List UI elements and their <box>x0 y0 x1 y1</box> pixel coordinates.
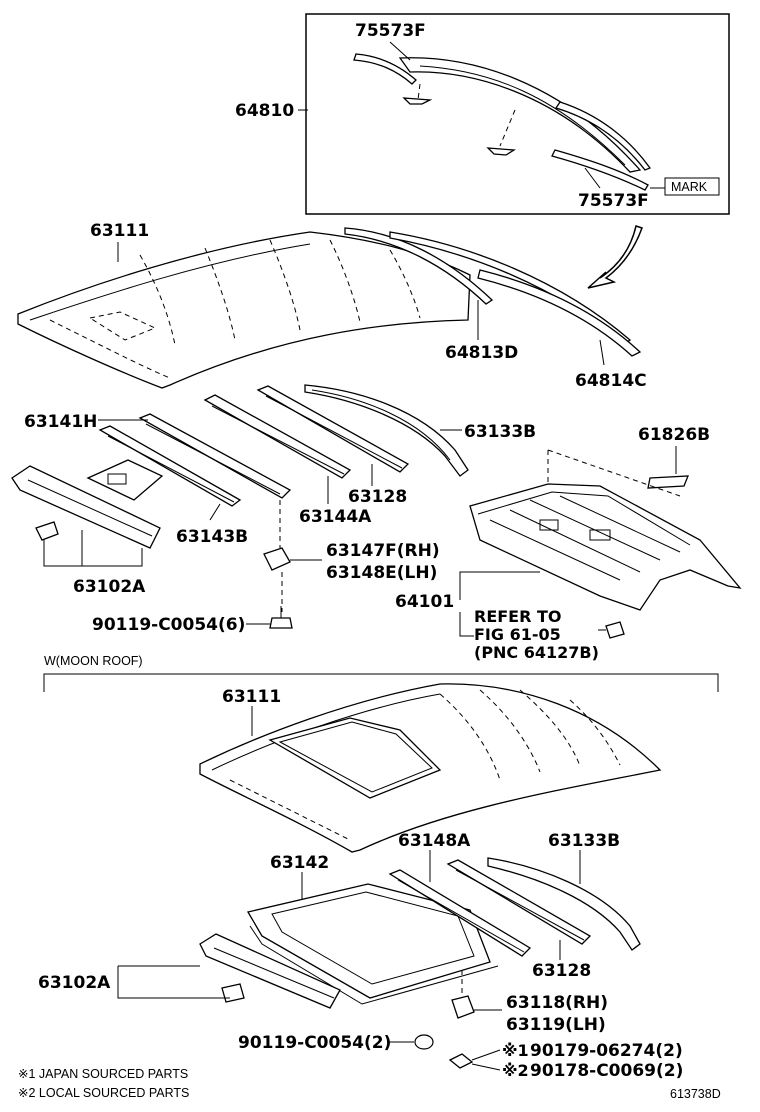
refer-line-1: REFER TO <box>474 607 562 626</box>
label-63102a-upper: 63102A <box>73 577 146 597</box>
label-64101: 64101 <box>395 592 454 612</box>
refer-line-3: (PNC 64127B) <box>474 643 599 662</box>
roof-bows <box>98 384 469 548</box>
roof-bows-moon <box>388 850 641 960</box>
label-63148a: 63148A <box>398 831 471 851</box>
note-mark-2: ※2 <box>502 1061 529 1080</box>
label-63143b: 63143B <box>176 527 248 547</box>
roof-bracket-upper <box>263 547 322 612</box>
sunroof-frame <box>246 872 499 1005</box>
mark-label: MARK <box>671 180 708 194</box>
label-63111-upper: 63111 <box>90 221 149 241</box>
front-bracket-upper <box>11 459 164 567</box>
refer-line-2: FIG 61-05 <box>474 625 561 644</box>
note-mark-1: ※1 <box>502 1041 529 1060</box>
label-screw-moon: 90119-C0054(2) <box>238 1033 391 1053</box>
label-75573f-top: 75573F <box>355 21 426 41</box>
label-63102a-moon: 63102A <box>38 973 111 993</box>
label-63133b-upper: 63133B <box>464 422 536 442</box>
screw-moon-icon <box>388 1034 434 1050</box>
label-75573f-bottom: 75573F <box>578 191 649 211</box>
clip-icon <box>448 1049 501 1071</box>
label-63118-rh: 63118(RH) <box>506 993 608 1013</box>
label-63148e-lh: 63148E(LH) <box>326 563 437 583</box>
label-63128-moon: 63128 <box>532 961 591 981</box>
roof-panel-moon <box>199 683 662 853</box>
moon-roof-heading: W(MOON ROOF) <box>44 654 143 668</box>
label-64810: 64810 <box>235 101 294 121</box>
label-63133b-moon: 63133B <box>548 831 620 851</box>
down-arrow-icon <box>587 225 643 289</box>
roof-panel <box>17 231 471 389</box>
label-63128-upper: 63128 <box>348 487 407 507</box>
label-90179: 90179-06274(2) <box>530 1041 683 1061</box>
moon-roof-bracket <box>43 673 719 692</box>
package-tray <box>459 446 742 639</box>
front-bracket-moon <box>117 933 341 1009</box>
label-63142: 63142 <box>270 853 329 873</box>
screw-icon <box>246 606 293 629</box>
drip-moulding-rh <box>344 227 642 366</box>
figure-id: 613738D <box>670 1087 721 1101</box>
label-63147f-rh: 63147F(RH) <box>326 541 440 561</box>
label-64814c: 64814C <box>575 371 647 391</box>
label-64813d: 64813D <box>445 343 518 363</box>
label-63119-lh: 63119(LH) <box>506 1015 606 1035</box>
footnote-2: ※2 LOCAL SOURCED PARTS <box>18 1086 189 1100</box>
footnote-1: ※1 JAPAN SOURCED PARTS <box>18 1067 188 1081</box>
inset-box <box>298 13 730 215</box>
label-90178: 90178-C0069(2) <box>530 1061 683 1081</box>
roof-bracket-moon <box>451 970 502 1019</box>
label-63141h: 63141H <box>24 412 97 432</box>
label-screw-upper: 90119-C0054(6) <box>92 615 245 635</box>
label-61826b: 61826B <box>638 425 710 445</box>
label-63144a: 63144A <box>299 507 372 527</box>
label-63111-moon: 63111 <box>222 687 281 707</box>
